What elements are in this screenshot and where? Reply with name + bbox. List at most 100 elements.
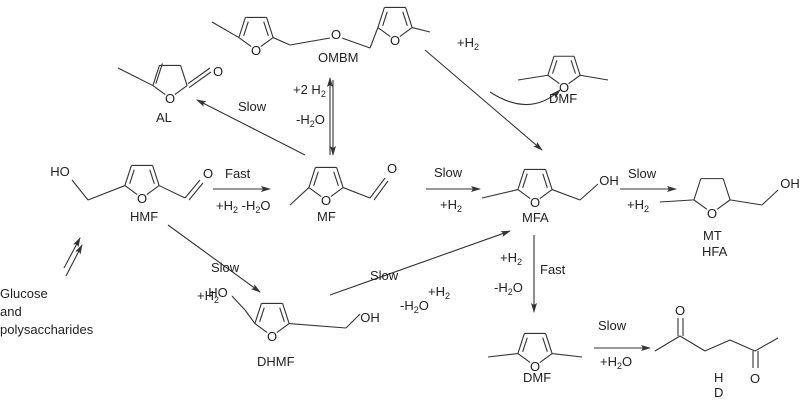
cond-mf-al: Slow (238, 99, 267, 114)
cond-dhmf-mfa-water: -H2O (400, 298, 429, 315)
bond (231, 295, 246, 311)
dmf-top-ring-bond (547, 56, 555, 76)
al-ring-bond (174, 85, 188, 95)
cond-dmf-hd-rate: Slow (598, 318, 627, 333)
mfa-ring-oxygen: O (530, 195, 540, 210)
mfa-hydroxyl: OH (599, 173, 619, 188)
bond (342, 187, 371, 199)
bond (654, 335, 681, 352)
bond (754, 337, 779, 352)
mf-ring-bond (308, 167, 316, 188)
bond (188, 182, 204, 201)
hd-carbonyl-oxygen-2: O (750, 371, 760, 386)
cond-ombm-h2o: -H2O (296, 112, 325, 129)
hmf-ring-bond (124, 185, 138, 195)
arrow-hmf-to-dhmf (167, 224, 261, 293)
ombm-right-ring-bond (399, 27, 413, 37)
bond (71, 179, 89, 201)
bond (551, 189, 581, 201)
arrow-mf-to-al (196, 99, 306, 156)
ombm-right-ring-oxygen: O (390, 33, 400, 48)
bond (289, 37, 331, 46)
hmf-ring-bond (124, 165, 132, 186)
label-mfa: MFA (522, 210, 549, 225)
mf-ring-oxygen: O (321, 193, 331, 208)
bond (117, 67, 154, 87)
bond (679, 335, 706, 352)
dhmf-ring-oxygen: O (267, 329, 277, 344)
cond-ombm-dmf: +H2 (457, 35, 479, 52)
label-dhmf: DHMF (257, 354, 295, 369)
cond-mfa-mthfa-reagent: +H2 (627, 197, 649, 214)
bond (729, 199, 763, 206)
cond-mfa-dmf-rate: Fast (540, 262, 566, 277)
hmf-hydroxyl: HO (50, 164, 70, 179)
label-ombm: OMBM (318, 50, 358, 65)
mfa-ring-bond (517, 169, 525, 190)
al-ring-oxygen: O (165, 91, 175, 106)
cond-hmf-dhmf-rate: Slow (211, 260, 240, 275)
label-and: and (0, 304, 22, 319)
ombm-left-ring-bond (238, 37, 252, 47)
dhmf-hydroxyl-right: OH (360, 310, 380, 325)
dhmf-ring-bond (282, 303, 290, 324)
bond (373, 180, 389, 201)
label-hmf: HMF (130, 209, 158, 224)
ombm-left-ring-double-bond (243, 21, 249, 36)
cond-mfa-dmf-reagent: +H2 (500, 250, 522, 267)
al-carbonyl (188, 71, 212, 89)
dmf-bottom-ring-bond (539, 353, 553, 363)
dmf-bottom-ring-oxygen: O (530, 359, 540, 374)
bond (659, 199, 694, 203)
dhmf-ring-double-bond (259, 307, 265, 322)
cond-dhmf-mfa-rate: Slow (370, 268, 399, 283)
bond (272, 37, 291, 46)
bond (369, 177, 386, 199)
bond (289, 323, 347, 329)
mfa-ring-bond (545, 169, 553, 190)
bond (341, 37, 371, 49)
bond (87, 185, 126, 201)
cond-ombm-h2: +2 H2 (293, 82, 326, 99)
al-carbonyl (187, 67, 211, 85)
ombm-right-ring-bond (377, 7, 385, 28)
ombm-right-ring-bond (405, 7, 413, 28)
bond (517, 74, 548, 81)
dmf-top-ring-bond (547, 74, 560, 85)
hmf-ring-double-bond (129, 169, 135, 184)
cond-dhmf-mfa-reagent: +H2 (428, 284, 450, 301)
cond-mfa-mthfa-rate: Slow (628, 166, 657, 181)
mfa-ring-bond (539, 189, 553, 199)
mf-ring-bond (336, 167, 344, 188)
bond (761, 189, 779, 206)
al-carbonyl-oxygen: O (213, 64, 223, 79)
label-mthfa-2: HFA (702, 244, 728, 259)
ombm-right-ring-double-bond (382, 11, 388, 26)
label-dmf-bottom: DMF (523, 370, 551, 385)
dmf-bottom-ring-bond (545, 333, 553, 354)
mf-ring-double-bond (333, 171, 339, 186)
dmf-bottom-ring-bond (517, 333, 525, 354)
hmf-aldehyde-oxygen: O (203, 166, 213, 181)
dmf-top-ring-oxygen: O (559, 80, 569, 95)
bond (580, 74, 609, 81)
cond-hmf-mf-reagents: +H2 -H2O (216, 198, 270, 215)
bond (481, 189, 519, 199)
cond-hmf-mf-rate: Fast (225, 166, 251, 181)
bond (244, 309, 256, 324)
ombm-left-ring-bond (260, 37, 274, 47)
mfa-ring-double-bond (542, 173, 548, 188)
cond-hmf-dhmf-reagent: +H2 (197, 288, 219, 305)
hmf-ring-double-bond (149, 169, 155, 184)
cond-dmf-hd-reagent: +H2O (600, 354, 632, 371)
hd-carbonyl-oxygen-1: O (675, 303, 685, 318)
mfa-ring-double-bond (522, 173, 528, 188)
bond (345, 313, 361, 329)
bond (369, 27, 379, 49)
dhmf-ring-bond (254, 303, 262, 324)
mthfa-ring-oxygen: O (707, 206, 717, 221)
hmf-ring-oxygen: O (137, 191, 147, 206)
dmf-top-ring-double-bond (570, 60, 576, 74)
